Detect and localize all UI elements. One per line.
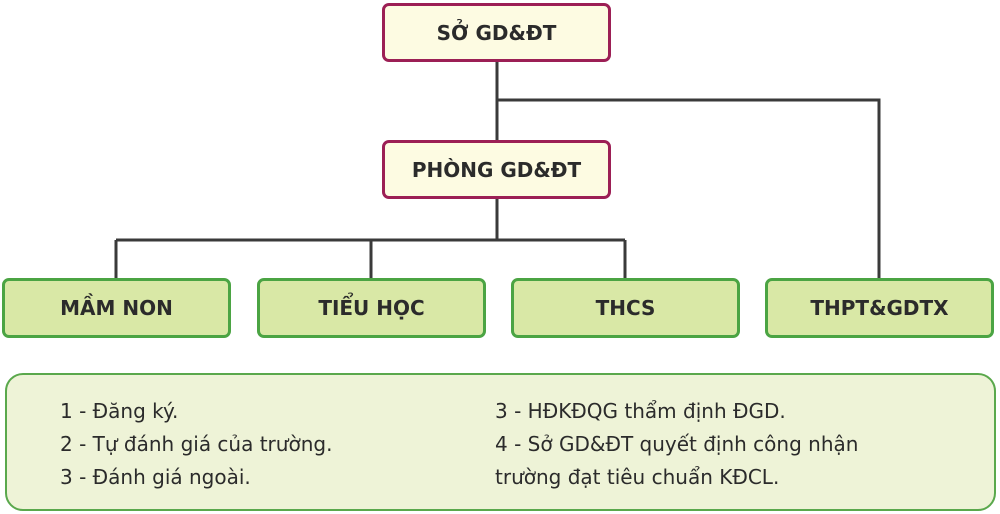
node-mam-non-label: MẦM NON — [60, 296, 173, 320]
legend-step-1: 1 - Đăng ký. — [60, 399, 179, 423]
node-thcs-label: THCS — [595, 296, 656, 320]
connector-so-thpt — [497, 98, 881, 278]
node-tieu-hoc: TIỂU HỌC — [257, 278, 486, 338]
node-so-gddt-label: SỞ GD&ĐT — [436, 20, 557, 45]
node-so-gddt: SỞ GD&ĐT — [382, 3, 611, 62]
node-mam-non: MẦM NON — [2, 278, 231, 338]
node-thpt-gdtx-label: THPT&GDTX — [810, 296, 949, 320]
legend-step-3: 3 - Đánh giá ngoài. — [60, 465, 251, 489]
node-phong-gddt-label: PHÒNG GD&ĐT — [411, 157, 582, 182]
node-phong-gddt: PHÒNG GD&ĐT — [382, 140, 611, 199]
legend-step-2: 2 - Tự đánh giá của trường. — [60, 432, 333, 456]
legend-step-4: 4 - Sở GD&ĐT quyết định công nhận — [495, 432, 859, 456]
legend-step-3b: 3 - HĐKĐQG thẩm định ĐGD. — [495, 399, 786, 423]
node-thpt-gdtx: THPT&GDTX — [765, 278, 994, 338]
node-thcs: THCS — [511, 278, 740, 338]
node-tieu-hoc-label: TIỂU HỌC — [318, 296, 425, 320]
legend-step-4-cont: trường đạt tiêu chuẩn KĐCL. — [495, 465, 780, 489]
steps-legend: 1 - Đăng ký. 2 - Tự đánh giá của trường.… — [5, 373, 996, 511]
